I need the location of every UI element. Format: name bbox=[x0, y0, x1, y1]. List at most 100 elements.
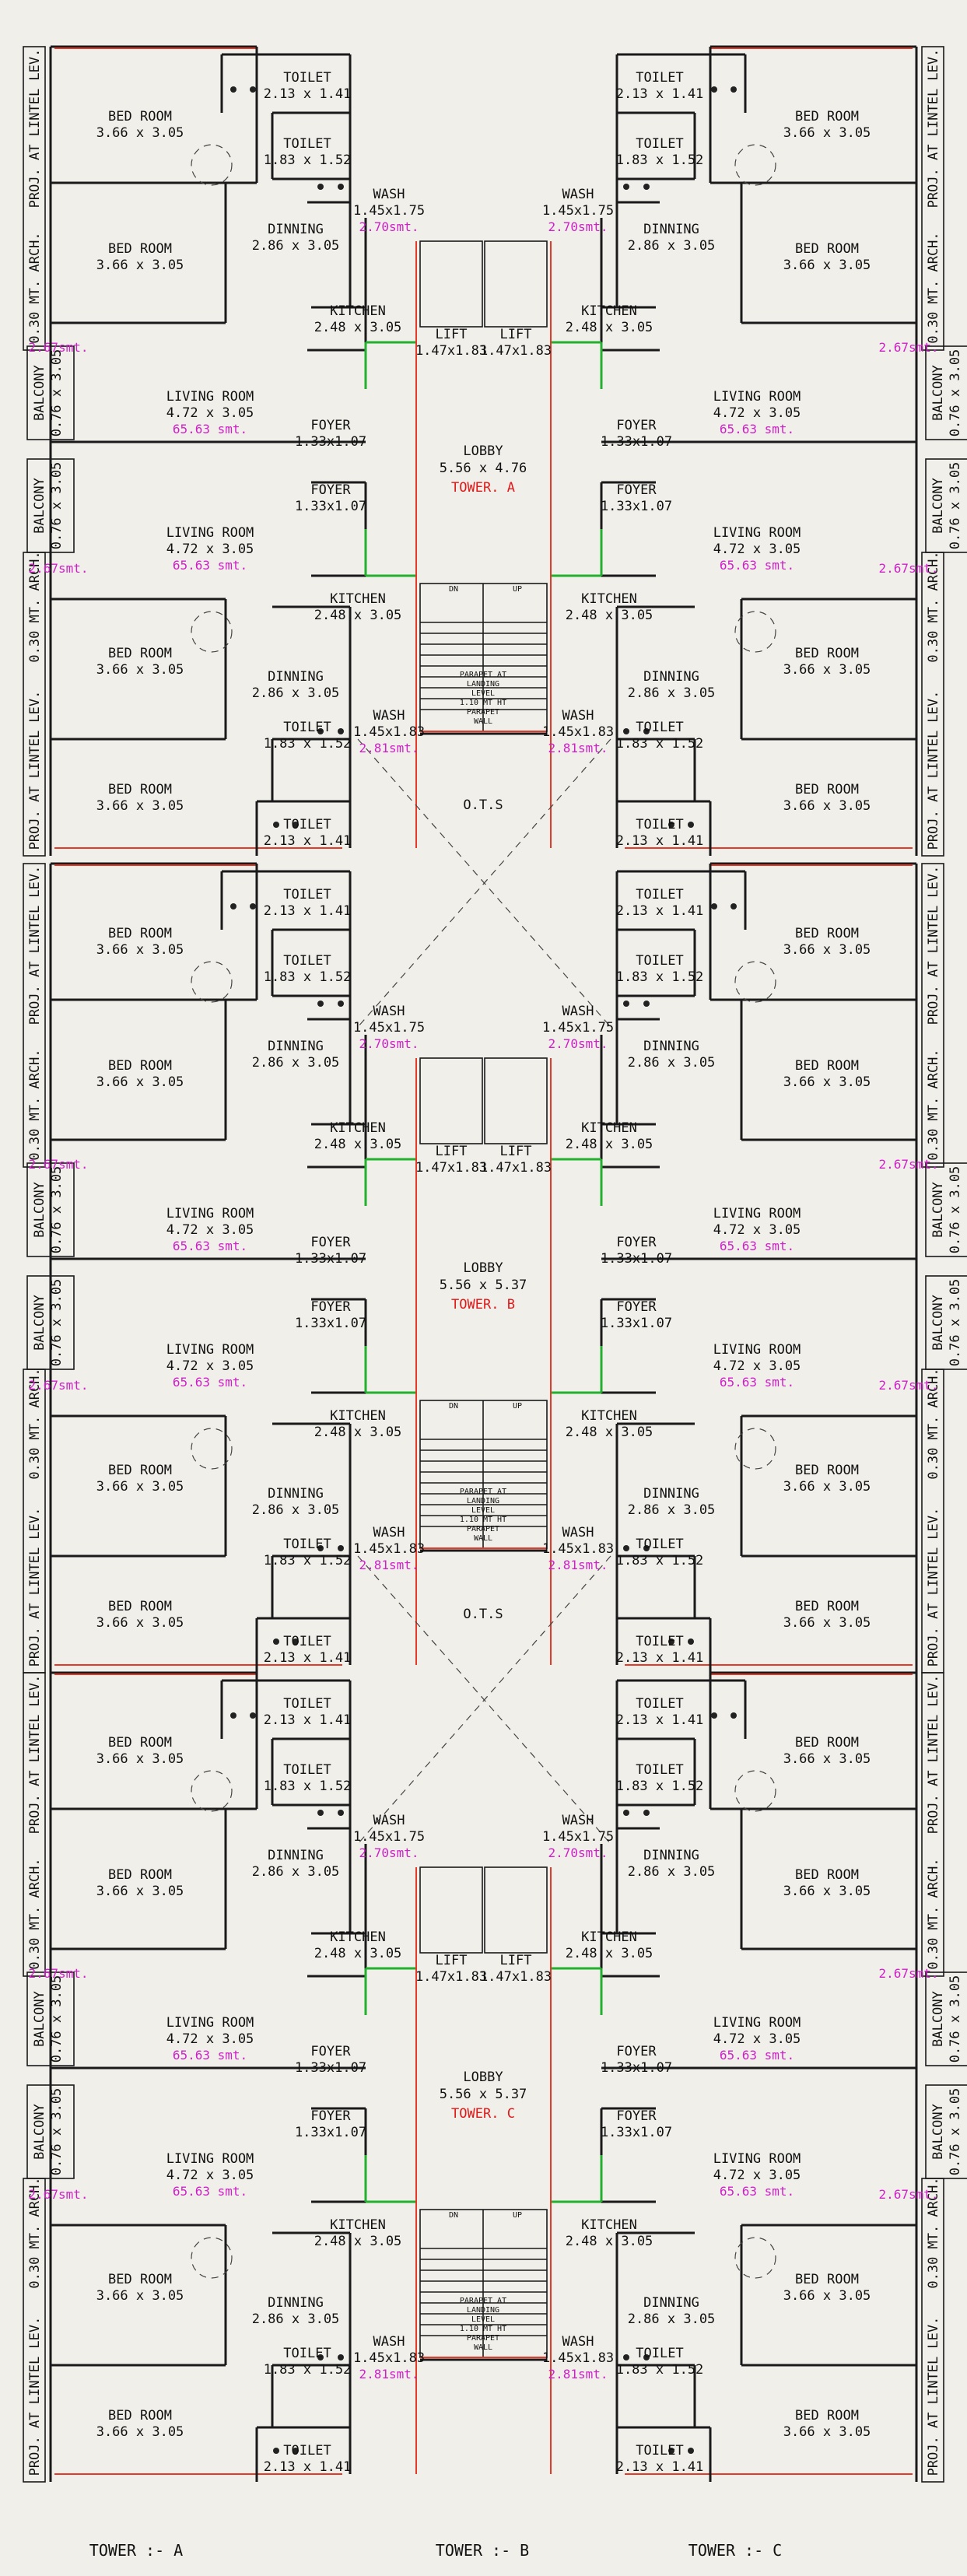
foyer1-l-size: 1.33x1.07 bbox=[295, 1251, 366, 1267]
bed2-l-size: 3.66 x 3.05 bbox=[96, 1074, 184, 1090]
bed2-r-name: BED ROOM bbox=[795, 1058, 859, 1074]
floor-drain-icon bbox=[338, 184, 344, 190]
balcony-area-label: 2.67smt. bbox=[878, 340, 938, 355]
toilet4-r-name: TOILET bbox=[636, 1634, 683, 1649]
liv1-r-size: 4.72 x 3.05 bbox=[713, 1222, 801, 1238]
arch-label: 0.30 MT. ARCH. bbox=[926, 1858, 941, 1969]
liv2-l-size: 4.72 x 3.05 bbox=[166, 541, 254, 557]
wash1-l-name: WASH bbox=[373, 187, 405, 202]
din2-l-size: 2.86 x 3.05 bbox=[252, 685, 340, 701]
balcony-r bbox=[925, 345, 967, 440]
proj-lintel-label: PROJ. AT LINTEL LEV. bbox=[27, 691, 43, 850]
liv2-l-area: 65.63 smt. bbox=[173, 1375, 247, 1390]
liv2-r-area: 65.63 smt. bbox=[720, 2184, 794, 2199]
wash2-l-name: WASH bbox=[373, 2334, 405, 2350]
kit2-r-name: KITCHEN bbox=[581, 2217, 637, 2233]
foyer2-r-size: 1.33x1.07 bbox=[601, 1316, 672, 1331]
kit1-l-name: KITCHEN bbox=[330, 303, 386, 319]
arch-label: 0.30 MT. ARCH. bbox=[27, 1049, 43, 1160]
ots-label: O.T.S bbox=[463, 797, 503, 813]
liv1-l-area: 65.63 smt. bbox=[173, 2048, 247, 2063]
balcony-size: 0.76 x 3.05 bbox=[948, 1279, 963, 1367]
door-swing-icon bbox=[734, 1428, 776, 1470]
lobby-size: 5.56 x 4.76 bbox=[440, 461, 527, 476]
tower-label: TOWER. C bbox=[451, 2106, 515, 2122]
toilet4-l-name: TOILET bbox=[283, 1634, 331, 1649]
door-swing-icon bbox=[191, 2237, 233, 2279]
foyer1-l-size: 1.33x1.07 bbox=[295, 2060, 366, 2076]
liv2-l-name: LIVING ROOM bbox=[166, 2151, 254, 2167]
floor-drain-icon bbox=[250, 86, 256, 93]
tower-a-block: PROJ. AT LINTEL LEV. 0.30 MT. ARCH. PROJ. … bbox=[23, 45, 967, 1028]
floor-drain-icon bbox=[711, 1712, 717, 1719]
din2-l-name: DINNING bbox=[268, 2295, 324, 2311]
floor-drain-icon bbox=[731, 1712, 737, 1719]
proj-lintel-label: PROJ. AT LINTEL LEV. bbox=[27, 866, 43, 1025]
toilet2-l-name: TOILET bbox=[283, 953, 331, 969]
wash1-l-name: WASH bbox=[373, 1813, 405, 1828]
toilet-top-l-size: 2.13 x 1.41 bbox=[264, 903, 352, 919]
lift-l-name: LIFT bbox=[436, 1144, 468, 1159]
liv1-r-area: 65.63 smt. bbox=[720, 422, 794, 436]
toilet-top-r-size: 2.13 x 1.41 bbox=[616, 86, 704, 102]
floor-drain-icon bbox=[623, 728, 629, 734]
din2-l-size: 2.86 x 3.05 bbox=[252, 1502, 340, 1518]
floor-drain-icon bbox=[293, 2448, 299, 2454]
floor-drain-icon bbox=[230, 903, 236, 909]
parapet-note: LANDING bbox=[467, 680, 499, 689]
bed3-r-size: 3.66 x 3.05 bbox=[783, 1479, 871, 1495]
liv2-r-size: 4.72 x 3.05 bbox=[713, 2168, 801, 2183]
balcony-size: 0.76 x 3.05 bbox=[948, 462, 963, 550]
liv2-l-size: 4.72 x 3.05 bbox=[166, 1358, 254, 1374]
bed1-l-name: BED ROOM bbox=[108, 1735, 172, 1751]
balcony-area-label: 2.67smt. bbox=[28, 2187, 88, 2202]
bed2-l-name: BED ROOM bbox=[108, 241, 172, 257]
wash2-r-size: 1.45x1.83 bbox=[542, 724, 614, 740]
liv1-l-size: 4.72 x 3.05 bbox=[166, 405, 254, 421]
din2-r-size: 2.86 x 3.05 bbox=[628, 685, 716, 701]
kit2-r-size: 2.48 x 3.05 bbox=[566, 2234, 653, 2249]
toilet2-r-name: TOILET bbox=[636, 1762, 683, 1778]
stair-up-label: UP bbox=[513, 1402, 522, 1411]
wash2-l-area: 2.81smt. bbox=[359, 741, 419, 755]
tower-label: TOWER. B bbox=[451, 1297, 515, 1313]
stair-up-label: UP bbox=[513, 585, 522, 594]
projection-strip-r bbox=[921, 46, 944, 351]
parapet-note: WALL bbox=[474, 1534, 492, 1543]
balcony-label: BALCONY bbox=[930, 365, 946, 421]
toilet2-r-size: 1.83 x 1.52 bbox=[616, 969, 704, 985]
balcony-size: 0.76 x 3.05 bbox=[49, 1166, 65, 1254]
proj-lintel-label: PROJ. AT LINTEL LEV. bbox=[926, 691, 941, 850]
balcony-label: BALCONY bbox=[32, 1182, 47, 1238]
bed1-l-size: 3.66 x 3.05 bbox=[96, 1751, 184, 1767]
balcony-size: 0.76 x 3.05 bbox=[49, 1975, 65, 2063]
lift-r-name: LIFT bbox=[500, 1144, 532, 1159]
lift-shaft-left bbox=[419, 240, 483, 328]
bed4-r-name: BED ROOM bbox=[795, 2408, 859, 2424]
lobby-name: LOBBY bbox=[463, 443, 503, 459]
floor-drain-icon bbox=[643, 2354, 650, 2360]
wash2-r-size: 1.45x1.83 bbox=[542, 1541, 614, 1557]
balcony-label: BALCONY bbox=[32, 478, 47, 534]
balcony-area-label: 2.67smt. bbox=[878, 561, 938, 576]
wash1-r-area: 2.70smt. bbox=[548, 219, 608, 234]
toilet2-r-size: 1.83 x 1.52 bbox=[616, 1779, 704, 1794]
toilet3-l-size: 1.83 x 1.52 bbox=[264, 2362, 352, 2378]
bed2-l-name: BED ROOM bbox=[108, 1867, 172, 1883]
din2-r-name: DINNING bbox=[643, 669, 699, 685]
floor-drain-icon bbox=[338, 1810, 344, 1816]
balcony-l bbox=[26, 2084, 75, 2179]
din2-r-name: DINNING bbox=[643, 2295, 699, 2311]
arch-label: 0.30 MT. ARCH. bbox=[27, 551, 43, 662]
parapet-note: PARAPET AT bbox=[460, 1488, 506, 1496]
foyer1-r-size: 1.33x1.07 bbox=[601, 1251, 672, 1267]
liv2-r-size: 4.72 x 3.05 bbox=[713, 1358, 801, 1374]
parapet-note: LEVEL bbox=[471, 2315, 495, 2324]
kit1-r-size: 2.48 x 3.05 bbox=[566, 1137, 653, 1152]
balcony-l bbox=[26, 1971, 75, 2066]
stair-up-label: UP bbox=[513, 2211, 522, 2220]
parapet-note: PARAPET bbox=[467, 2334, 499, 2343]
proj-lintel-label: PROJ. AT LINTEL LEV. bbox=[27, 49, 43, 209]
proj-lintel-label: PROJ. AT LINTEL LEV. bbox=[27, 1508, 43, 1667]
lift-r-size: 1.47x1.83 bbox=[480, 1969, 552, 1985]
